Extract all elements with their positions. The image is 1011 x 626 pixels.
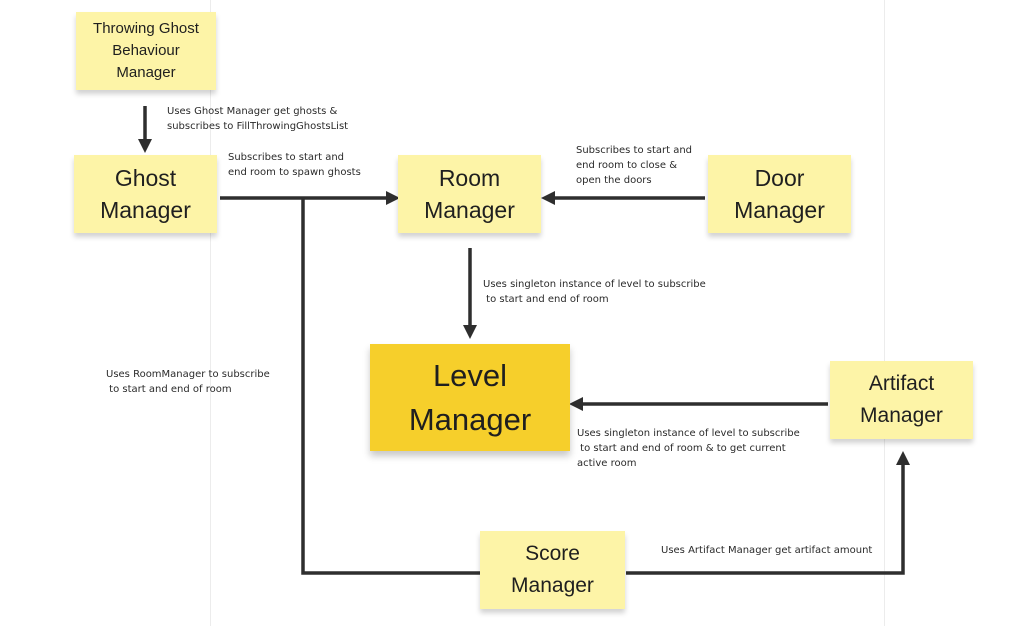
canvas-guide-line-right xyxy=(884,0,885,626)
note-line: Behaviour xyxy=(112,42,180,59)
canvas-guide-line-left xyxy=(210,0,211,626)
note-line: Throwing Ghost xyxy=(93,20,199,37)
note-line: Manager xyxy=(116,64,176,81)
note-line: Manager xyxy=(408,401,532,437)
arrow-score-to-room xyxy=(301,198,480,575)
label-score-to-artifact: Uses Artifact Manager get artifact amoun… xyxy=(661,545,873,556)
note-line: Manager xyxy=(734,197,825,223)
note-artifact-manager[interactable]: Artifact Manager xyxy=(830,361,973,439)
label-throwing-to-ghost: Uses Ghost Manager get ghosts & subscrib… xyxy=(167,106,349,132)
note-line: Room xyxy=(438,165,501,191)
label-door-to-room: Subscribes to start and end room to clos… xyxy=(576,145,693,186)
note-line: Ghost xyxy=(114,165,177,191)
note-line: Manager xyxy=(100,197,191,223)
note-line: Manager xyxy=(511,574,594,597)
note-ghost-manager[interactable]: Ghost Manager xyxy=(74,155,217,233)
arrow-score-to-artifact xyxy=(626,451,910,575)
note-score-manager[interactable]: Score Manager xyxy=(480,531,625,609)
label-score-to-room: Uses RoomManager to subscribe to start a… xyxy=(106,369,270,395)
note-line: Artifact xyxy=(868,372,935,395)
label-room-to-level: Uses singleton instance of level to subs… xyxy=(483,279,706,305)
note-room-manager[interactable]: Room Manager xyxy=(398,155,541,233)
note-line: Manager xyxy=(424,197,515,223)
label-artifact-to-level: Uses singleton instance of level to subs… xyxy=(577,428,800,469)
note-throwing-ghost-behaviour-manager[interactable]: Throwing Ghost Behaviour Manager xyxy=(76,12,216,90)
note-level-manager[interactable]: Level Manager xyxy=(370,344,570,451)
note-door-manager[interactable]: Door Manager xyxy=(708,155,851,233)
note-line: Level xyxy=(432,357,508,393)
label-ghost-to-room: Subscribes to start and end room to spaw… xyxy=(228,152,361,178)
note-line: Door xyxy=(754,165,805,191)
note-line: Score xyxy=(525,542,580,565)
note-line: Manager xyxy=(860,404,943,427)
